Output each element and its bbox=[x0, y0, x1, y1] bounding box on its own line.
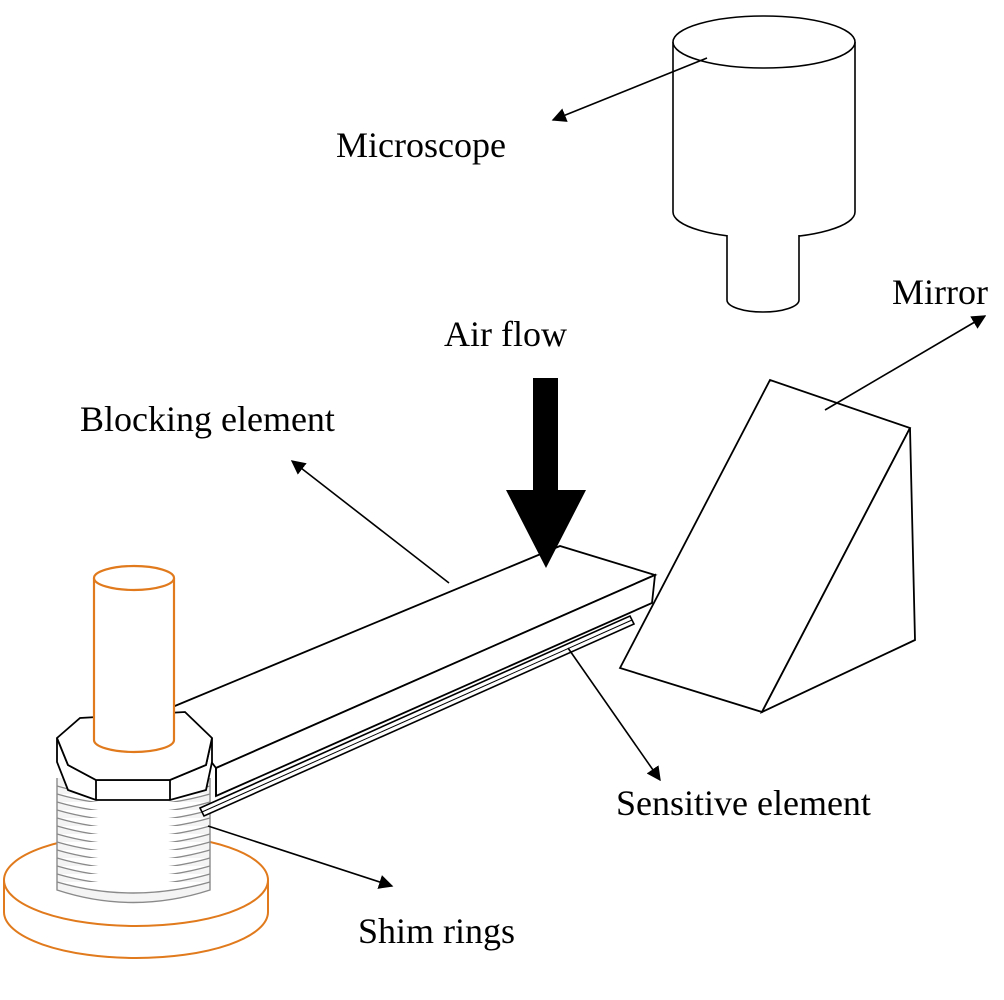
blocking-element-label: Blocking element bbox=[80, 399, 335, 439]
sensitive-element-label: Sensitive element bbox=[616, 783, 871, 823]
sensitive-element bbox=[198, 614, 636, 818]
mirror-leader-arrow bbox=[824, 315, 987, 411]
air-flow-label: Air flow bbox=[444, 314, 567, 354]
microscope-leader-arrow bbox=[551, 57, 708, 122]
microscope bbox=[672, 15, 856, 313]
blocking-element-leader-arrow bbox=[290, 460, 450, 584]
mirror-label: Mirror bbox=[892, 272, 988, 312]
air-flow-arrow bbox=[506, 378, 586, 568]
microscope-label: Microscope bbox=[336, 125, 506, 165]
leader-lines bbox=[207, 57, 987, 889]
blocking-element bbox=[168, 545, 658, 798]
mirror bbox=[618, 378, 916, 714]
shim-rings-leader-arrow bbox=[207, 825, 394, 889]
shim-rings-label: Shim rings bbox=[358, 911, 515, 951]
orange-post bbox=[92, 564, 176, 754]
sensitive-element-leader-arrow bbox=[567, 647, 661, 782]
